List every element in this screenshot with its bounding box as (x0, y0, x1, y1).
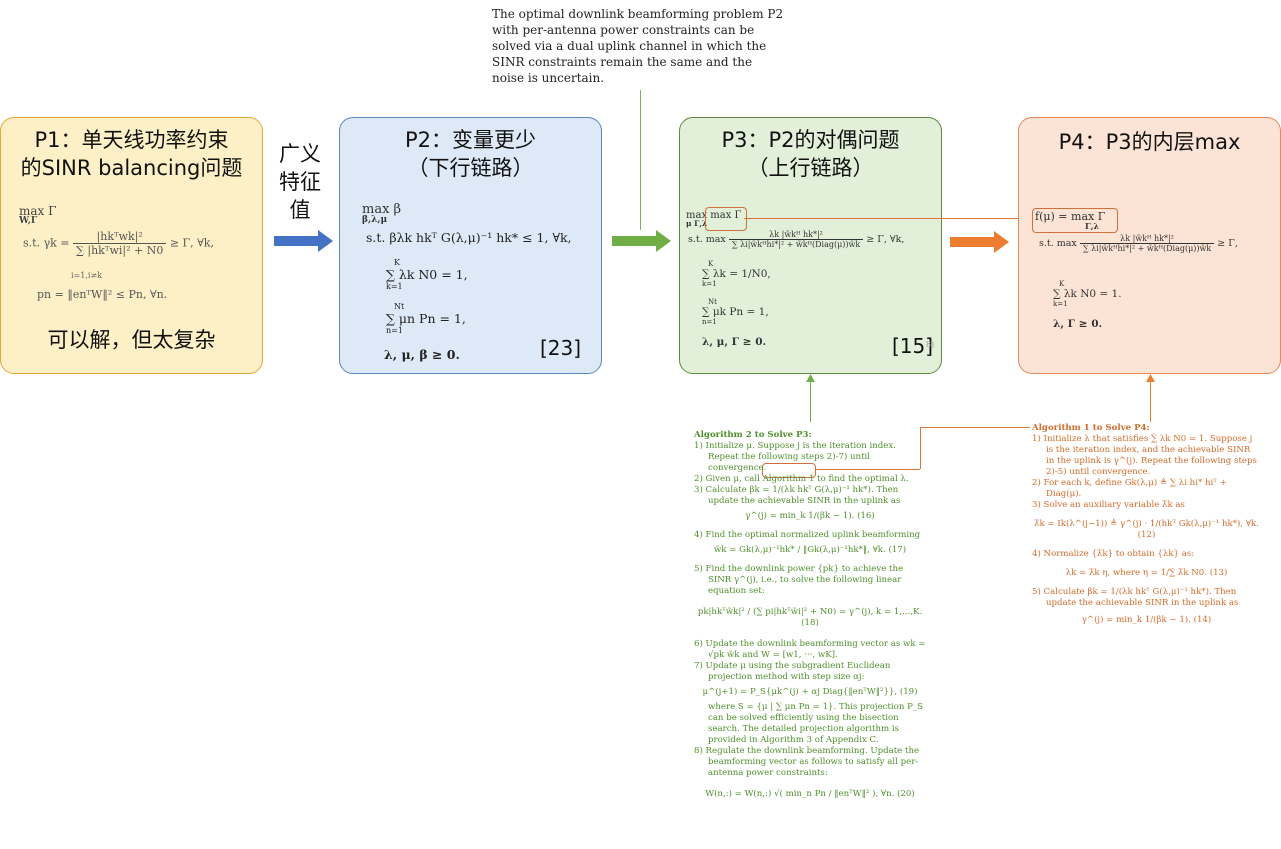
p2-constraint-3: Nt ∑ μn Pn = 1, n=1 (386, 302, 466, 335)
p4-constraint-2: K ∑ λk N0 = 1. k=1 (1053, 280, 1122, 308)
p2-reference: [23] (540, 336, 582, 360)
p3-reference-tail: 8) (926, 340, 935, 349)
alg2-step2: 2) Given μ, call Algorithm 1 to find the… (694, 474, 909, 484)
p1-constraint-sinr-limits: i=1,i≠k (71, 271, 103, 280)
alg2-step1: 1) Initialize μ. Suppose j is the iterat… (694, 441, 896, 473)
p2-box: P2：变量更少 （下行链路） max β β,λ,μ s.t. βλk hkᵀ … (339, 117, 602, 374)
alg1-step2: 2) For each k, define Gk(λ,μ) ≜ ∑ λi hi*… (1032, 478, 1227, 499)
p4-objective: f(μ) = max Γ Γ,λ (1035, 210, 1106, 231)
algorithm2: Algorithm 2 to Solve P3: 1) Initialize μ… (694, 430, 926, 804)
alg2-step6: 6) Update the downlink beamforming vecto… (694, 639, 926, 660)
alg1-step3: 3) Solve an auxiliary variable λ̃k as (1032, 500, 1185, 510)
p4-constraint-1: s.t. max λk |w̃kᴴ hk*|²∑ λi|w̃kᴴhi*|² + … (1039, 234, 1238, 253)
alg2-connector-head (806, 374, 815, 382)
alg-call-link-h1 (920, 427, 1030, 428)
p2-constraint-1: s.t. βλk hkᵀ G(λ,μ)⁻¹ hk* ≤ 1, ∀k, (366, 230, 572, 245)
alg-call-link-h2 (816, 469, 920, 470)
p3-constraint-3: Nt ∑ μk Pn = 1, n=1 (702, 298, 769, 326)
top-note: The optimal downlink beamforming problem… (492, 7, 784, 85)
p2-title-line2: （下行链路） (407, 156, 534, 180)
p3-title-line1: P3：P2的对偶问题 (721, 128, 900, 152)
alg1-step1: 1) Initialize λ that satisfies ∑ λk N0 =… (1032, 434, 1257, 477)
p3-objective: max max Γ μ Γ,λ (686, 210, 742, 228)
alg1-step4: 4) Normalize {λ̃k} to obtain {λk} as: (1032, 549, 1195, 559)
p1-title: P1：单天线功率约束 的SINR balancing问题 (1, 126, 262, 182)
p3-reference: [15] (892, 334, 934, 358)
p2-objective: max β β,λ,μ (362, 202, 402, 225)
arrow1-label: 广义 特征 值 (270, 140, 330, 224)
arrow-p1-to-p2 (274, 230, 333, 252)
alg1-eq12: λ̃k = Ik(λ^(j−1)) ≜ γ^(j) · 1/(hkᵀ Gk(λ,… (1034, 519, 1259, 540)
arrow-p2-to-p3 (612, 230, 671, 252)
p3-constraint-1: s.t. max λk |w̃kᴴ hk*|²∑ λi|w̃kᴴhi*|² + … (688, 230, 905, 249)
p3-constraint-2: K ∑ λk = 1/N0, k=1 (702, 260, 771, 288)
p3-title-line2: （上行链路） (747, 156, 874, 180)
p3-title: P3：P2的对偶问题 （上行链路） (680, 126, 941, 182)
p3-objective-highlight (705, 207, 747, 231)
alg2-step4: 4) Find the optimal normalized uplink be… (694, 530, 921, 540)
p4-objective-highlight (1032, 208, 1118, 233)
arrow1-label-line2: 特征 (279, 170, 321, 194)
alg-call-link-v (920, 427, 921, 469)
p1-title-line1: P1：单天线功率约束 (34, 128, 229, 152)
p1-note: 可以解，但太复杂 (47, 328, 216, 352)
alg2-step7: 7) Update μ using the subgradient Euclid… (694, 661, 891, 682)
p2-constraint-2: K ∑ λk N0 = 1, k=1 (386, 258, 468, 291)
algorithm1-title: Algorithm 1 to Solve P4: (1032, 423, 1150, 433)
p1-title-line2: 的SINR balancing问题 (20, 156, 243, 180)
p2-title: P2：变量更少 （下行链路） (340, 126, 601, 182)
top-note-connector (640, 90, 641, 230)
alg2-eq20: W(n,:) = W(n,:) √( min_n Pn / ‖enᵀW‖² ),… (705, 789, 915, 799)
alg2-step8: 8) Regulate the downlink beamforming. Up… (694, 746, 920, 778)
p3-box: P3：P2的对偶问题 （上行链路） max max Γ μ Γ,λ s.t. m… (679, 117, 942, 374)
alg2-eq17: w̃k = Gk(λ,μ)⁻¹hk* / ‖Gk(λ,μ)⁻¹hk*‖, ∀k.… (713, 545, 907, 555)
alg1-step5: 5) Calculate βk = 1/(λk hkᵀ G(λ,μ)⁻¹ hk*… (1032, 587, 1239, 608)
p1-objective: max Γ W,Γ (19, 204, 57, 226)
alg2-step7-note: where S = {μ | ∑ μn Pn = 1}. This projec… (708, 702, 924, 745)
p1-box: P1：单天线功率约束 的SINR balancing问题 max Γ W,Γ s… (0, 117, 263, 374)
p4-box: P4：P3的内层max f(μ) = max Γ Γ,λ s.t. max λk… (1018, 117, 1281, 374)
alg2-step5: 5) Find the downlink power {pk} to achie… (694, 564, 904, 596)
alg2-eq16: γ^(j) = min_k 1/(βk − 1). (16) (745, 511, 875, 521)
algorithm2-title: Algorithm 2 to Solve P3: (694, 430, 812, 440)
alg2-connector (810, 380, 811, 422)
alg-call-highlight (762, 463, 816, 478)
p4-title: P4：P3的内层max (1058, 130, 1241, 154)
alg1-connector (1150, 380, 1151, 422)
p4-constraint-3: λ, Γ ≥ 0. (1053, 318, 1103, 330)
alg2-eq18: pk|hkᵀw̃k|² / (∑ pi|hkᵀw̃i|² + N0) = γ^(… (697, 607, 923, 628)
p1-constraint-sinr: s.t. γk = |hkᵀwk|²∑ |hkᵀwi|² + N0 ≥ Γ, ∀… (23, 230, 214, 257)
alg2-eq19: μ^(j+1) = P_S{μk^(j) + αj Diag{‖enᵀW‖²}}… (702, 687, 918, 697)
alg2-step3: 3) Calculate βk = 1/(λk hkᵀ G(λ,μ)⁻¹ hk*… (694, 485, 901, 506)
p2-constraint-4: λ, μ, β ≥ 0. (384, 347, 460, 362)
alg1-eq13: λk = λ̃k η, where η = 1/∑ λ̃k N0. (13) (1065, 568, 1228, 578)
p3-p4-link (744, 218, 1032, 219)
arrow1-label-line3: 值 (289, 198, 311, 222)
arrow1-label-line1: 广义 (279, 142, 321, 166)
alg1-eq14: γ^(j) = min_k 1/(βk − 1). (14) (1081, 615, 1212, 625)
alg1-connector-head (1146, 374, 1155, 382)
arrow-p3-to-p4 (950, 231, 1009, 253)
p1-constraint-power: pn = ‖enᵀW‖² ≤ Pn, ∀n. (37, 288, 168, 301)
algorithm1: Algorithm 1 to Solve P4: 1) Initialize λ… (1032, 423, 1261, 630)
p3-constraint-4: λ, μ, Γ ≥ 0. (702, 336, 767, 348)
p2-title-line1: P2：变量更少 (404, 128, 537, 152)
